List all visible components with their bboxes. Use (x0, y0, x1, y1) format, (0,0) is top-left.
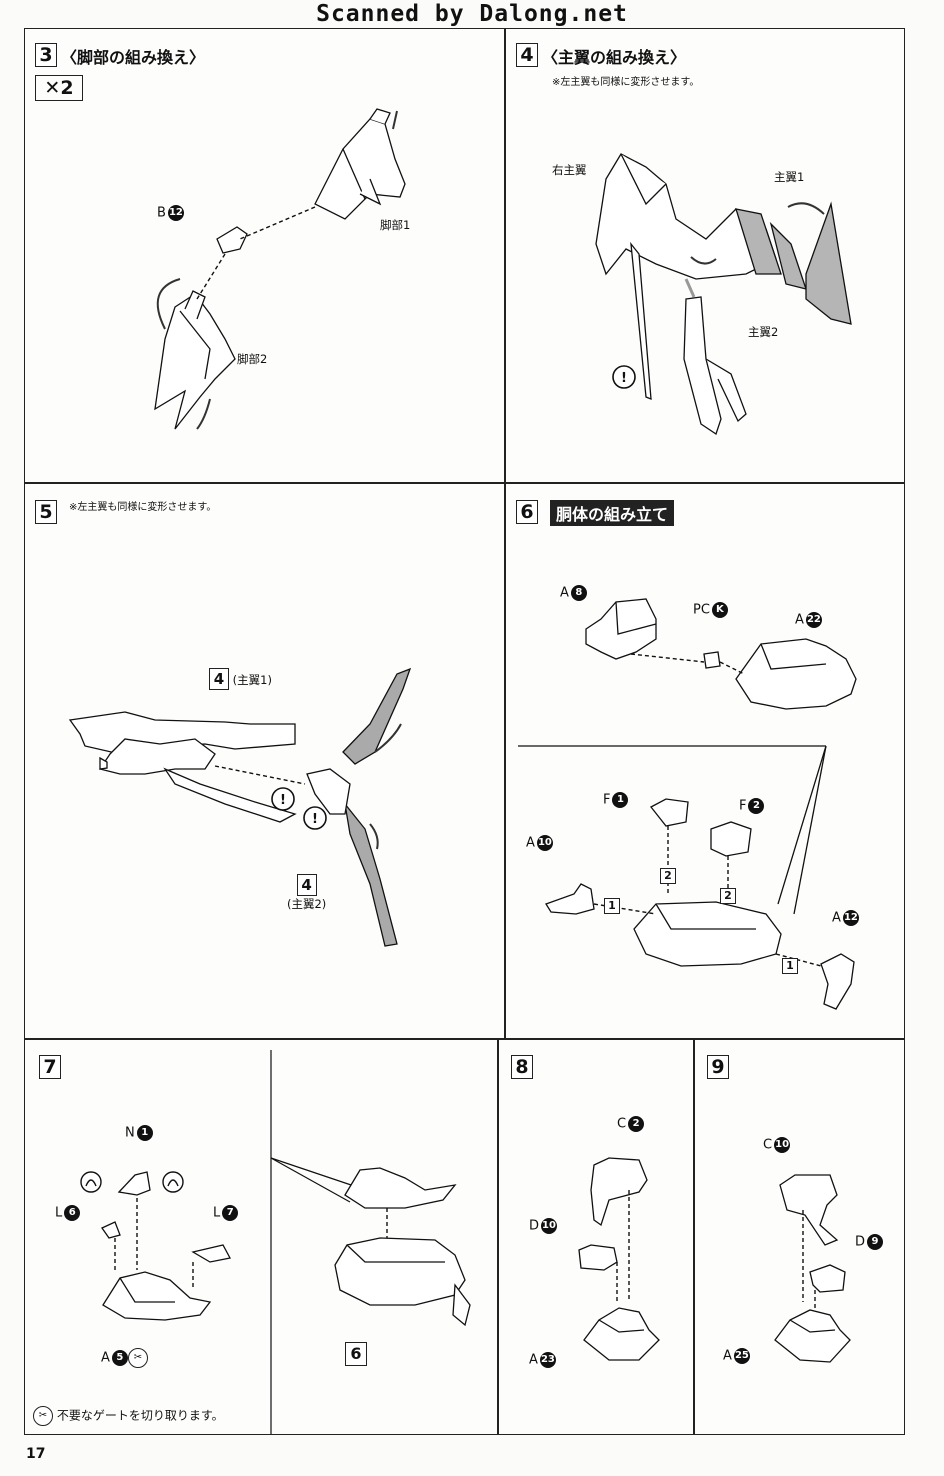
caution-icon (612, 365, 636, 389)
step-title: 胴体の組み立て (550, 500, 675, 526)
label-leg1: 脚部1 (380, 218, 411, 232)
chest-assembly-illustration (578, 1157, 660, 1361)
svg-text:!: ! (280, 793, 286, 808)
part-number-badge: 12 (167, 205, 184, 221)
ref-main-wing-1: 4 (主翼1) (209, 668, 272, 690)
svg-text:!: ! (621, 371, 627, 386)
svg-text:!: ! (312, 812, 318, 827)
main-wing-illustration: ! (595, 153, 852, 436)
nipper-icon: ✂ (33, 1406, 53, 1426)
step-title: 〈脚部の組み換え〉 (61, 48, 206, 67)
nipper-icon: ✂ (127, 1348, 148, 1368)
step-4-panel: 4 〈主翼の組み換え〉 ※左主翼も同様に変形させます。 ! 右主翼 主翼1 主翼… (505, 28, 905, 483)
caution-icon (303, 806, 327, 830)
wing-assembly-illustration: ! ! (68, 667, 412, 947)
order-badge: 1 (604, 898, 620, 914)
page-number: 17 (26, 1446, 46, 1462)
nipper-icon (80, 1171, 102, 1193)
step-number: 5 (35, 500, 57, 524)
caution-icon (271, 787, 295, 811)
nipper-icon (162, 1171, 184, 1193)
step-number: 7 (39, 1055, 61, 1079)
step-number: 9 (707, 1055, 729, 1079)
step-number: 4 (516, 43, 538, 67)
scan-watermark: Scanned by Dalong.net (316, 1, 628, 27)
step-number: 3 (35, 43, 57, 67)
step-number: 6 (516, 500, 538, 524)
quantity-multiplier: ✕2 (35, 75, 83, 101)
torso-assembly-illustration (518, 598, 857, 1010)
step-number: 8 (511, 1055, 533, 1079)
label-right-wing: 右主翼 (552, 163, 587, 177)
step-note: ※左主翼も同様に変形させます。 (552, 77, 700, 88)
order-badge: 1 (782, 958, 798, 974)
step-note: ※左主翼も同様に変形させます。 (69, 502, 217, 513)
chest-assembly-illustration (774, 1174, 851, 1363)
order-badge: 2 (720, 888, 736, 904)
head-assembly-illustration (80, 1050, 471, 1434)
nipper-legend: ✂ 不要なゲートを切り取ります。 (33, 1406, 224, 1426)
step-5-panel: 5 ※左主翼も同様に変形させます。 ! ! 4 (主翼1) 4 (主翼2) (24, 483, 505, 1039)
step-title: 〈主翼の組み換え〉 (542, 48, 687, 67)
ref-step-6: 6 (345, 1342, 367, 1366)
label-wing1: 主翼1 (774, 170, 805, 184)
label-leg2: 脚部2 (237, 352, 268, 366)
order-badge: 2 (660, 868, 676, 884)
label-wing2: 主翼2 (748, 325, 779, 339)
leg-parts-illustration (154, 108, 406, 430)
ref-main-wing-2: 4 (主翼2) (287, 874, 327, 911)
